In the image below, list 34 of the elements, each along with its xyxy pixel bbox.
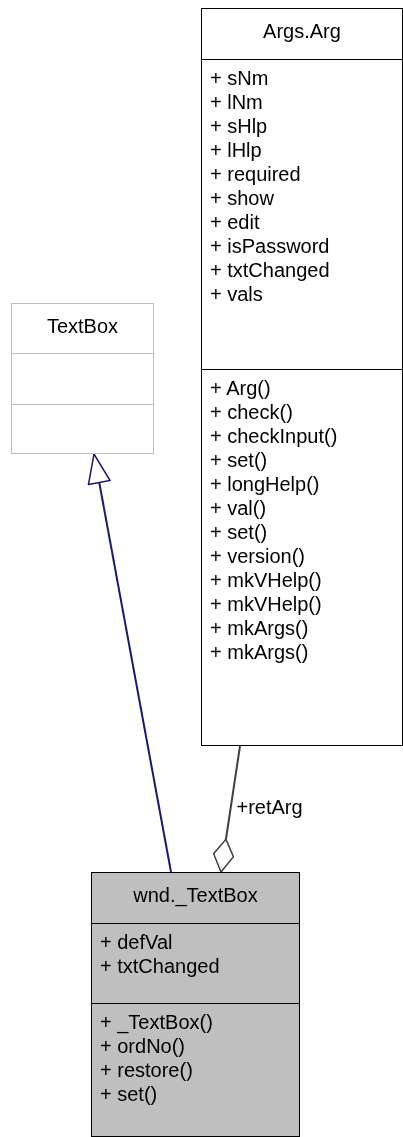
class-name: Args.Arg xyxy=(263,19,341,43)
method-text: + restore() xyxy=(100,1058,193,1082)
class-box xyxy=(91,872,300,1137)
method-text: + mkArgs() xyxy=(210,616,309,640)
attribute-text: + txtChanged xyxy=(100,954,220,978)
method-text: + set() xyxy=(100,1082,158,1106)
attribute-text: + defVal xyxy=(100,930,173,954)
attribute-text: + isPassword xyxy=(210,234,330,258)
method-text: + mkArgs() xyxy=(210,640,309,664)
attribute-text: + lNm xyxy=(210,90,263,114)
method-text: + checkInput() xyxy=(210,424,338,448)
method-text: + Arg() xyxy=(210,376,271,400)
attribute-text: + lHlp xyxy=(210,138,262,162)
method-text: + mkVHelp() xyxy=(210,592,322,616)
attribute-text: + vals xyxy=(210,282,263,306)
method-text: + set() xyxy=(210,448,268,472)
method-text: + check() xyxy=(210,400,293,424)
method-text: + val() xyxy=(210,496,267,520)
method-text: + set() xyxy=(210,520,268,544)
method-text: + ordNo() xyxy=(100,1034,186,1058)
method-text: + version() xyxy=(210,544,306,568)
class-box xyxy=(11,303,154,454)
method-text: + _TextBox() xyxy=(100,1010,213,1034)
class-box xyxy=(201,8,403,746)
method-text: + mkVHelp() xyxy=(210,568,322,592)
attribute-text: + show xyxy=(210,186,274,210)
attribute-text: + sNm xyxy=(210,66,269,90)
attribute-text: + edit xyxy=(210,210,260,234)
attribute-text: + required xyxy=(210,162,301,186)
method-text: + longHelp() xyxy=(210,472,320,496)
class-name: wnd._TextBox xyxy=(133,883,258,907)
class-name: TextBox xyxy=(46,314,119,338)
attribute-text: + txtChanged xyxy=(210,258,330,282)
attribute-text: + sHlp xyxy=(210,114,268,138)
